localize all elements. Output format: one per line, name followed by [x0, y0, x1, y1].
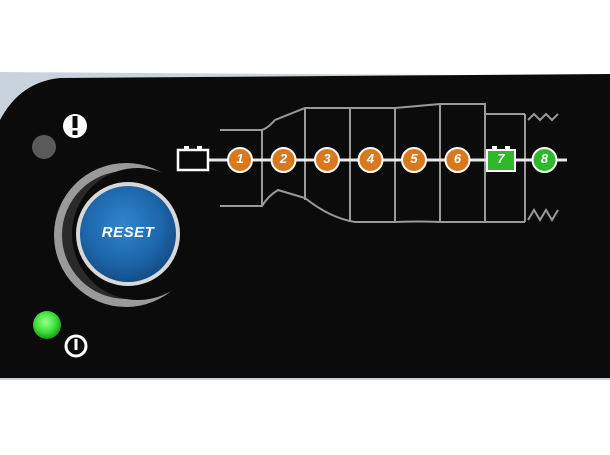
- charge-profile-graph: [220, 103, 559, 223]
- charge-step-5-indicator: [401, 147, 427, 173]
- reset-button[interactable]: [73, 179, 183, 289]
- power-led: [33, 311, 61, 339]
- charge-step-6-indicator: [444, 147, 471, 173]
- power-icon: [64, 334, 88, 358]
- charge-step-2-indicator: [270, 147, 297, 173]
- warning-led: [32, 135, 56, 159]
- battery-icon: [176, 146, 210, 172]
- charge-step-1-indicator: [227, 147, 253, 173]
- charge-step-7-indicator: [486, 146, 516, 172]
- charge-step-4-indicator: [357, 147, 384, 173]
- charge-step-3-indicator: [314, 147, 340, 173]
- exclamation-icon: [63, 114, 87, 138]
- charge-step-8-indicator: [531, 147, 558, 173]
